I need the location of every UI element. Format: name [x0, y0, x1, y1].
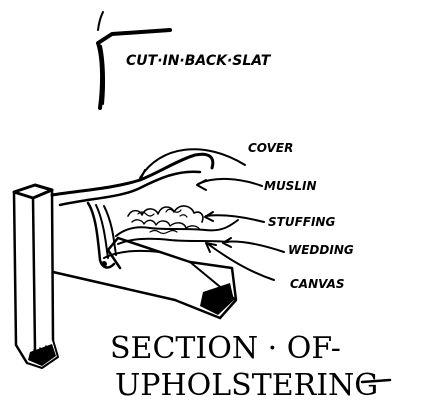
cover-label: COVER	[248, 141, 293, 155]
wedding-label: WEDDING	[288, 243, 354, 257]
muslin-label: MUSLIN	[264, 179, 316, 193]
title-line-2: UPHOLSTERING	[115, 368, 378, 403]
cut-in-back-slat-label: CUT·IN·BACK·SLAT	[126, 53, 272, 69]
chair-post	[14, 185, 58, 368]
title-line-1: SECTION · OF-	[110, 331, 341, 366]
canvas-label: CANVAS	[290, 277, 345, 291]
stuffing-label: STUFFING	[268, 215, 335, 229]
